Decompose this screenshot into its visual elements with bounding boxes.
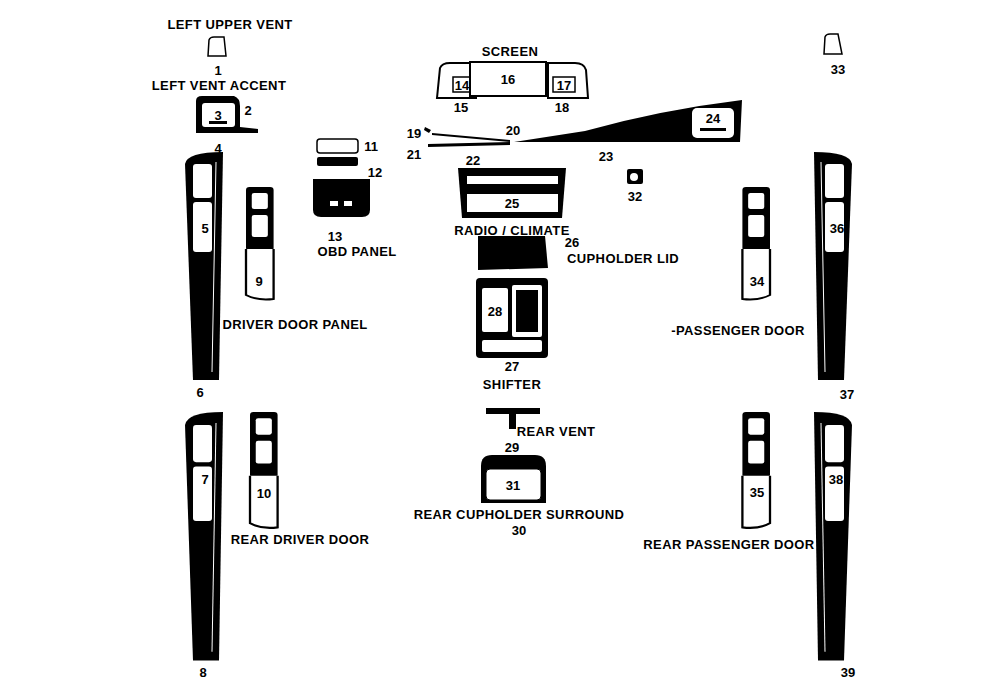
part-name: REAR DRIVER DOOR [231,533,370,546]
callout-number: 33 [831,63,845,76]
part-name: REAR PASSENGER DOOR [643,538,814,551]
callout-number: 38 [829,473,843,486]
callout-number: 14 [455,79,469,92]
callout-number: 9 [255,275,262,288]
callout-number: 12 [368,166,382,179]
callout-number: 25 [505,197,519,210]
part-name: LEFT UPPER VENT [167,18,292,31]
callout-number: 2 [244,104,251,117]
callout-number: 36 [830,222,844,235]
callout-number: 26 [565,236,579,249]
callout-number: 29 [505,441,519,454]
part-name: -PASSENGER DOOR [671,324,805,337]
part-name: CUPHOLDER LID [567,252,679,265]
callout-number: 4 [214,142,221,155]
callout-number: 10 [257,487,271,500]
callout-number: 22 [466,154,480,167]
part-name: LEFT VENT ACCENT [152,79,286,92]
callout-number: 31 [506,479,520,492]
callout-number: 16 [501,73,515,86]
callout-number: 8 [199,666,206,679]
callout-number: 24 [706,112,720,125]
callout-number: 27 [505,360,519,373]
callout-number: 15 [454,101,468,114]
part-name: DRIVER DOOR PANEL [222,318,367,331]
callout-number: 17 [557,79,571,92]
callout-number: 11 [364,140,378,153]
callout-number: 35 [750,486,764,499]
callout-number: 1 [214,64,221,77]
callout-number: 37 [840,388,854,401]
callout-number: 20 [506,124,520,137]
part-name: OBD PANEL [317,245,396,258]
callout-number: 23 [599,150,613,163]
callout-number: 39 [841,666,855,679]
part-name: REAR CUPHOLDER SURROUND [414,508,625,521]
callout-number: 13 [328,230,342,243]
callout-number: 21 [407,148,421,161]
callout-number: 19 [407,127,421,140]
callout-number: 32 [628,190,642,203]
part-name: REAR VENT [517,425,596,438]
callout-number: 5 [201,222,208,235]
callout-number: 3 [214,109,221,122]
callout-number: 28 [488,305,502,318]
part-name: SHIFTER [483,378,541,391]
callout-number: 6 [196,386,203,399]
callout-number: 18 [555,101,569,114]
part-name: SCREEN [482,45,539,58]
callout-number: 7 [201,473,208,486]
callout-number: 34 [750,275,764,288]
part-name: RADIO / CLIMATE [454,224,570,237]
callout-number: 30 [512,524,526,537]
